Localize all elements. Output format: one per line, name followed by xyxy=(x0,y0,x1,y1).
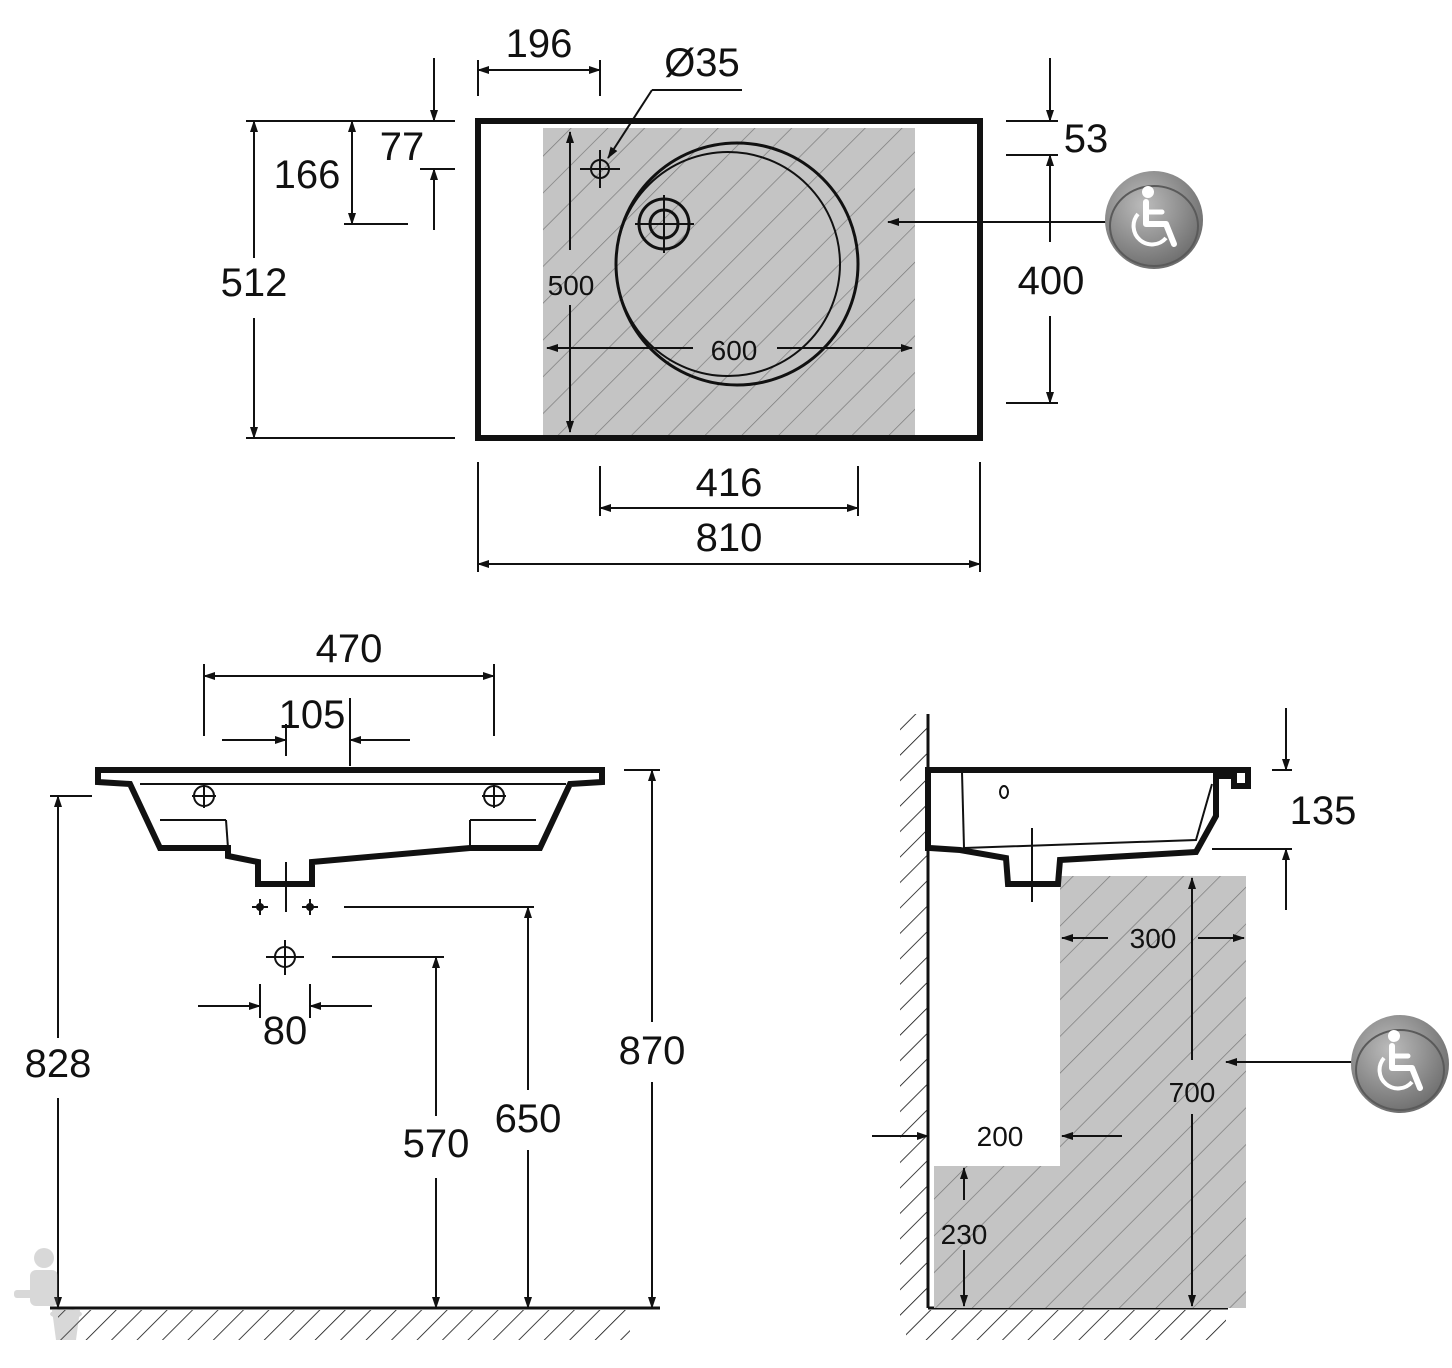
dim-tap-spacing: 105 xyxy=(279,693,346,737)
dim-total-width: 810 xyxy=(696,516,763,560)
dim-toe-depth: 200 xyxy=(977,1121,1024,1152)
dim-zone-depth: 500 xyxy=(548,270,595,301)
basin-side-outline xyxy=(925,767,1251,887)
overflow-hole xyxy=(999,785,1009,799)
clearance-zone xyxy=(934,876,1246,1308)
dim-basin-height: 135 xyxy=(1290,789,1357,833)
basin-front-outline xyxy=(95,767,605,887)
dim-hole-offset: 166 xyxy=(274,153,341,197)
plumber-logo xyxy=(14,1248,82,1340)
dim-basin-width: 416 xyxy=(696,461,763,505)
dim-hole-offset-small: 77 xyxy=(380,125,425,169)
dim-depth: 512 xyxy=(221,261,288,305)
dim-toe-height: 230 xyxy=(941,1219,988,1250)
dim-height-650: 650 xyxy=(495,1097,562,1141)
dim-drain-spacing: 80 xyxy=(263,1009,308,1053)
siphon-marker xyxy=(266,940,304,975)
front-view: 470 105 80 xyxy=(14,627,685,1340)
dim-knee-height: 700 xyxy=(1169,1077,1216,1108)
side-view: 135 300 700 200 230 xyxy=(872,708,1449,1340)
top-view: 196 Ø35 77 166 512 500 600 53 xyxy=(221,22,1203,572)
dim-access-depth: 400 xyxy=(1018,259,1085,303)
drain-marker-right xyxy=(302,899,318,915)
drain-marker-left xyxy=(252,899,268,915)
wheelchair-icon xyxy=(1105,171,1203,269)
wheelchair-icon xyxy=(1351,1015,1449,1113)
bowl-inner xyxy=(615,151,841,377)
dim-height-870: 870 xyxy=(619,1029,686,1073)
basin-outline xyxy=(475,118,983,441)
dim-knee-depth: 300 xyxy=(1130,923,1177,954)
dim-height-570: 570 xyxy=(403,1122,470,1166)
dim-hole-diameter: Ø35 xyxy=(664,41,740,85)
dim-overall-width: 470 xyxy=(316,627,383,671)
dim-zone-width: 600 xyxy=(711,335,758,366)
access-zone xyxy=(543,128,915,438)
dim-access-height: 53 xyxy=(1064,117,1109,161)
dim-left-offset: 196 xyxy=(506,22,573,66)
dim-rim-to-floor-left: 828 xyxy=(25,1042,92,1086)
